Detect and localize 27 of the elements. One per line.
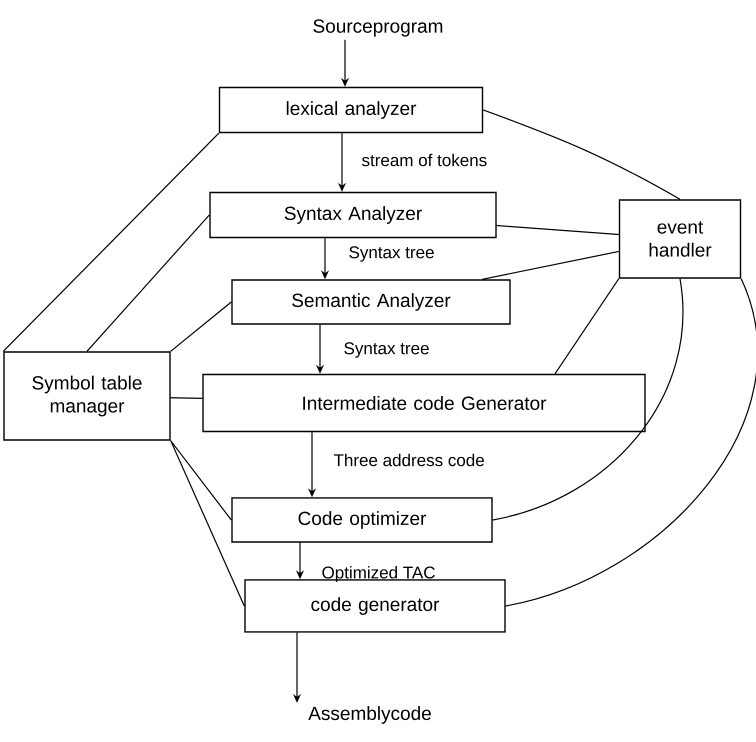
process-box: lexical analyzer — [218, 86, 484, 134]
connector-line — [554, 278, 620, 374]
edge-label: stream of tokens — [362, 154, 487, 166]
process-box: Symbol table manager — [3, 351, 171, 441]
process-box: event handler — [618, 199, 742, 279]
process-box: Intermediate code Generator — [202, 374, 646, 432]
connector-line — [483, 109, 680, 200]
process-box: Syntax Analyzer — [209, 192, 497, 238]
connector-line — [170, 440, 232, 520]
connector-line — [492, 278, 684, 521]
connector-line — [86, 214, 210, 352]
connector-line — [496, 224, 619, 236]
io-label: Sourceprogram — [313, 19, 442, 37]
connector-line — [170, 397, 202, 399]
edge-label: Optimized TAC — [322, 566, 435, 582]
connector-line — [170, 302, 232, 352]
process-box: Semantic Analyzer — [231, 279, 511, 325]
edge-label: Syntax tree — [344, 342, 429, 358]
connector-line — [482, 250, 619, 280]
edge-label: Three address code — [334, 454, 484, 466]
edge-label: Syntax tree — [349, 246, 434, 262]
connector-line — [170, 440, 245, 606]
io-label: Assemblycode — [308, 706, 431, 724]
process-box: code generator — [244, 579, 506, 633]
process-box: Code optimizer — [231, 497, 493, 543]
connector-line — [506, 278, 756, 607]
connector-line — [2, 132, 220, 352]
